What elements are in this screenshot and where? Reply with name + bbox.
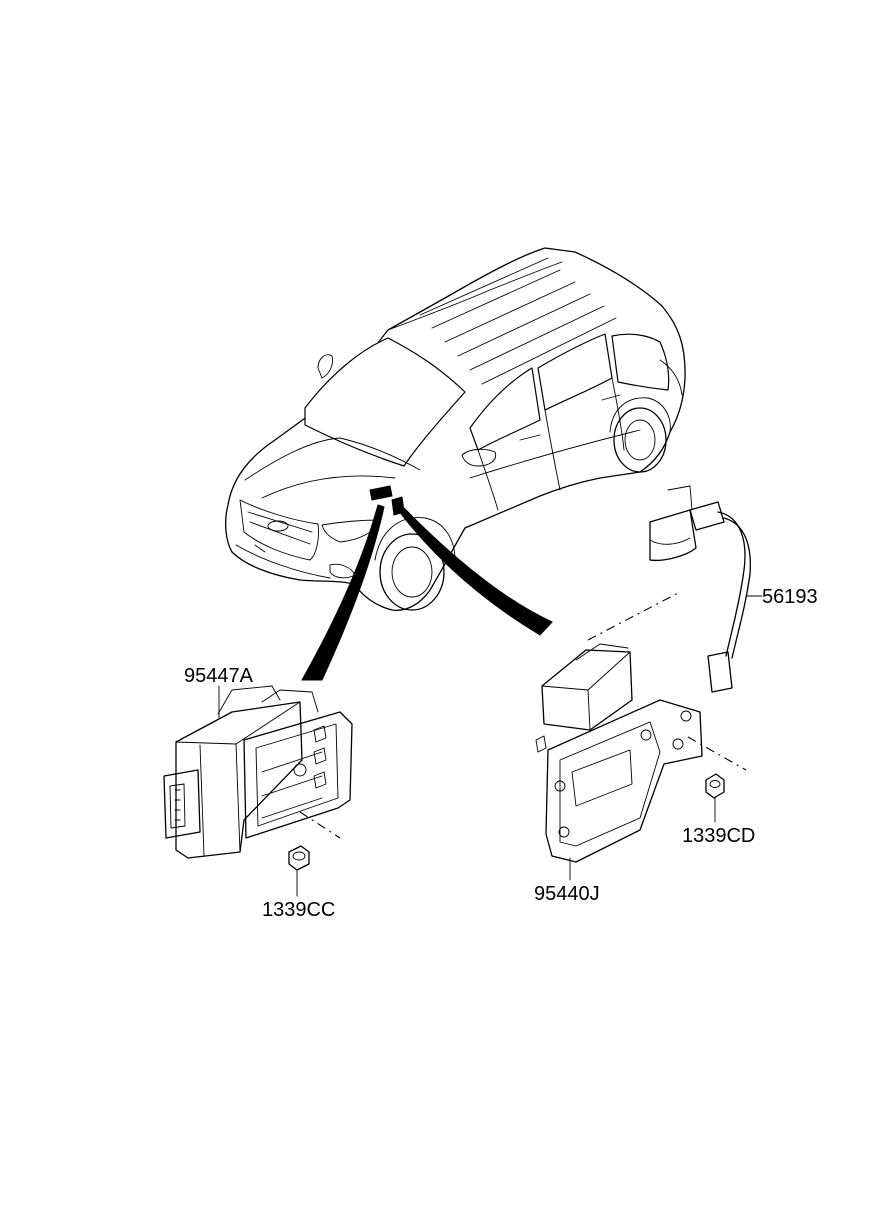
location-pointer-right — [397, 507, 553, 636]
part-label-1339CC[interactable]: 1339CC — [262, 899, 335, 921]
vehicle-illustration — [225, 247, 686, 611]
part-label-56193[interactable]: 56193 — [762, 586, 818, 608]
nut-1339CD-illustration — [705, 773, 725, 799]
harness-56193-illustration — [649, 485, 752, 693]
part-label-1339CD[interactable]: 1339CD — [682, 825, 755, 847]
module-95447A-illustration — [163, 685, 353, 859]
part-label-95447A[interactable]: 95447A — [184, 665, 254, 687]
nut-1339CC-illustration — [288, 845, 310, 871]
module-95440J-illustration — [535, 643, 703, 863]
part-label-95440J[interactable]: 95440J — [534, 883, 600, 905]
location-pointer-left — [301, 504, 385, 681]
leader-lines — [218, 595, 763, 897]
